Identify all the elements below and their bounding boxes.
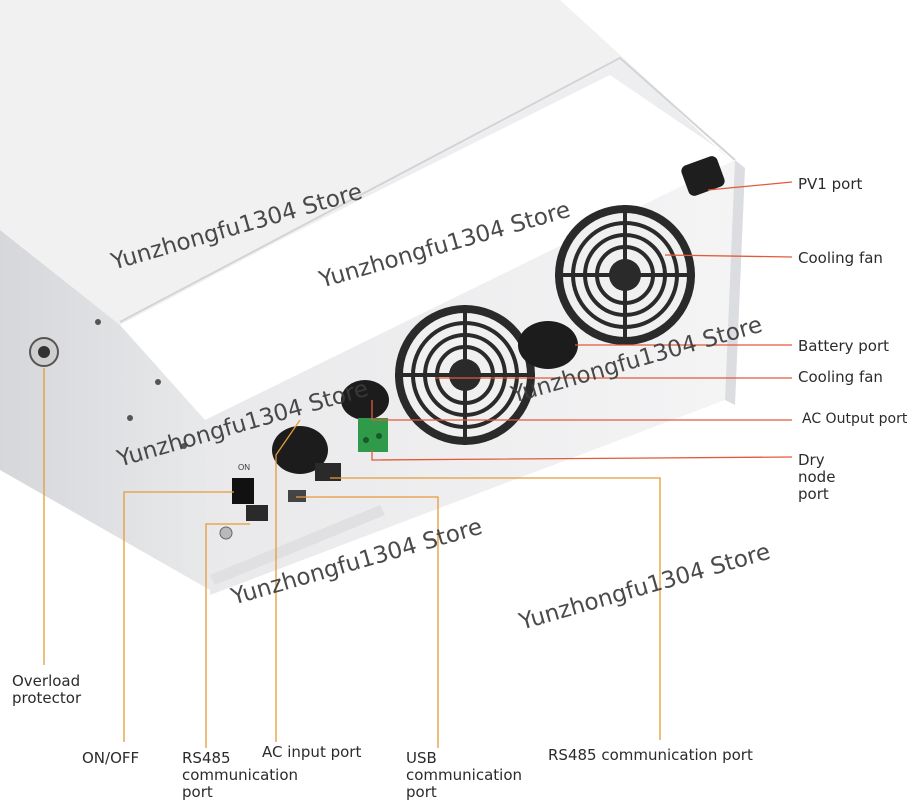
mount-hole [127,415,133,421]
rs485-right-port-graphic [315,463,341,481]
label-overload-protector: Overload protector [12,672,82,707]
rs485-left-port-graphic [246,505,268,521]
mount-hole [155,379,161,385]
on-switch-text: ON [238,463,250,472]
leader-lines-right [371,181,793,461]
cooling-fan-lower-graphic [395,305,535,445]
label-dry-node-port: Dry node port [798,451,836,503]
label-ac-output-port: AC Output port [802,411,908,427]
ac-output-port-graphic [341,380,389,420]
mount-hole [181,443,187,449]
label-on-off: ON/OFF [82,749,140,767]
pv1-port-graphic [681,156,725,196]
leader-lines-bottom [43,368,661,748]
front-panel-edge [725,160,745,405]
mount-hole [95,319,101,325]
label-usb-port: USB communication port [406,749,523,801]
housing-top-main [0,0,735,325]
label-battery-port: Battery port [798,337,890,355]
label-rs485-port-right: RS485 communication port [548,746,753,764]
ac-input-port-graphic [272,426,328,474]
label-cooling-fan-2: Cooling fan [798,368,883,386]
ground-screw [219,526,233,540]
dry-node-terminal-graphic [358,418,388,452]
label-ac-input-port: AC input port [262,743,362,761]
on-off-switch-graphic [232,478,254,504]
front-bottom-strip [210,505,385,585]
label-rs485-port-left: RS485 communication port [182,749,299,801]
housing-left-side [0,230,210,590]
label-pv1-port: PV1 port [798,175,863,193]
usb-port-graphic [288,490,306,502]
housing-seam [119,56,736,323]
battery-port-graphic [518,321,578,369]
label-cooling-fan-1: Cooling fan [798,249,883,267]
cooling-fan-upper-graphic [555,205,695,345]
